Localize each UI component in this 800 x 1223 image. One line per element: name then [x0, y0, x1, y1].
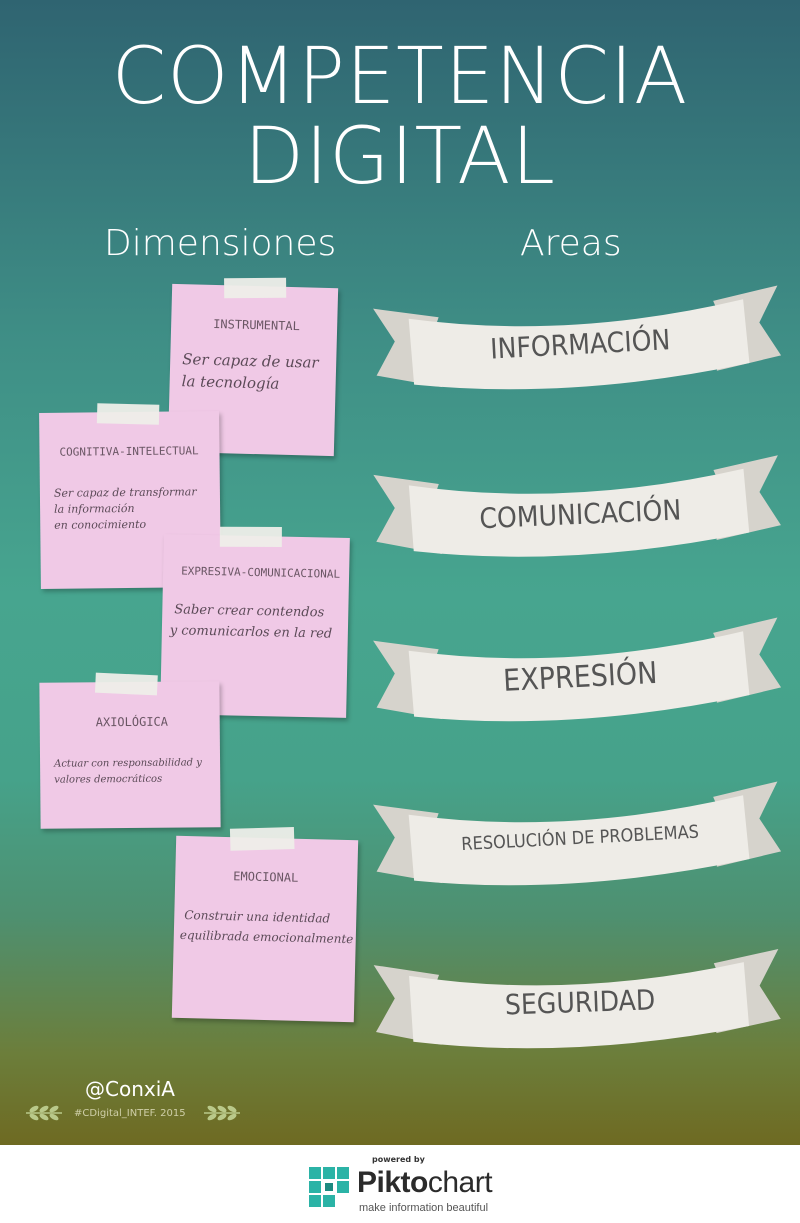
ribbon-shape: [373, 948, 781, 1049]
piktochart-footer: [0, 1145, 800, 1223]
dimensions-heading: Dimensiones: [104, 223, 337, 264]
author-handle: @ConxiA: [85, 1077, 175, 1101]
dimension-desc-line2: valores democráticos: [54, 773, 163, 786]
dimension-title: EMOCIONAL: [233, 869, 299, 885]
area-banner-seguridad: SEGURIDAD: [368, 933, 787, 1067]
dimension-desc-line1: Actuar con responsabilidad y: [54, 757, 202, 770]
dimension-title: EXPRESIVA-COMUNICACIONAL: [181, 564, 341, 581]
ribbon-shape: [373, 455, 781, 557]
area-banner-resolucion: RESOLUCIÓN DE PROBLEMAS: [367, 765, 788, 907]
dimension-desc-line1: Construir una identidad: [184, 908, 331, 926]
dimension-desc-line1: Ser capaz de usar: [182, 350, 319, 372]
tape-strip: [96, 403, 160, 425]
ribbon-shape: [373, 781, 782, 886]
area-banner-expresion: EXPRESIÓN: [367, 601, 788, 743]
brand-rest: chart: [427, 1166, 493, 1199]
areas-heading: Areas: [520, 223, 622, 264]
dimension-desc-line1: Ser capaz de transformar: [53, 485, 197, 500]
dimension-desc-line2: la información: [54, 501, 135, 516]
dimension-note-axiologica: AXIOLÓGICA Actuar con responsabilidad y …: [39, 672, 221, 829]
piktochart-brand[interactable]: Piktochart: [357, 1166, 493, 1200]
dimension-title: INSTRUMENTAL: [213, 316, 301, 334]
dimension-title: COGNITIVA-INTELECTUAL: [59, 444, 199, 459]
piktochart-logo-icon[interactable]: [309, 1167, 351, 1211]
infographic-poster: COMPETENCIA DIGITAL Dimensiones Areas IN…: [0, 0, 800, 1145]
dimension-desc-line3: en conocimiento: [54, 517, 147, 532]
hashtag-credit: #CDigital_INTEF. 2015: [74, 1108, 186, 1119]
area-banner-informacion: INFORMACIÓN: [367, 269, 788, 411]
tape-strip: [219, 526, 282, 548]
laurel-left-icon: [26, 1105, 62, 1121]
tape-strip: [94, 672, 158, 696]
dimension-desc-line2: equilibrada emocionalmente: [179, 927, 354, 947]
dimension-note-emocional: EMOCIONAL Construir una identidad equili…: [171, 827, 359, 1023]
area-banner-comunicacion: COMUNICACIÓN: [368, 439, 788, 577]
dimension-desc-line2: y comunicarlos en la red: [169, 623, 333, 642]
laurel-right-icon: [204, 1105, 240, 1121]
dimension-desc-line1: Saber crear contendos: [174, 602, 325, 621]
tape-strip: [224, 277, 287, 299]
powered-by-label: powered by: [372, 1155, 425, 1164]
dimension-title: AXIOLÓGICA: [95, 714, 169, 730]
brand-bold: Pikto: [357, 1166, 428, 1199]
piktochart-tagline: make information beautiful: [359, 1202, 489, 1214]
page-title-line1: COMPETENCIA: [111, 32, 689, 122]
tape-strip: [229, 827, 295, 851]
ribbon-shape: [373, 617, 782, 722]
dimension-desc-line2: la tecnología: [181, 372, 280, 393]
page-title-line2: DIGITAL: [244, 112, 556, 202]
ribbon-shape: [373, 285, 782, 390]
